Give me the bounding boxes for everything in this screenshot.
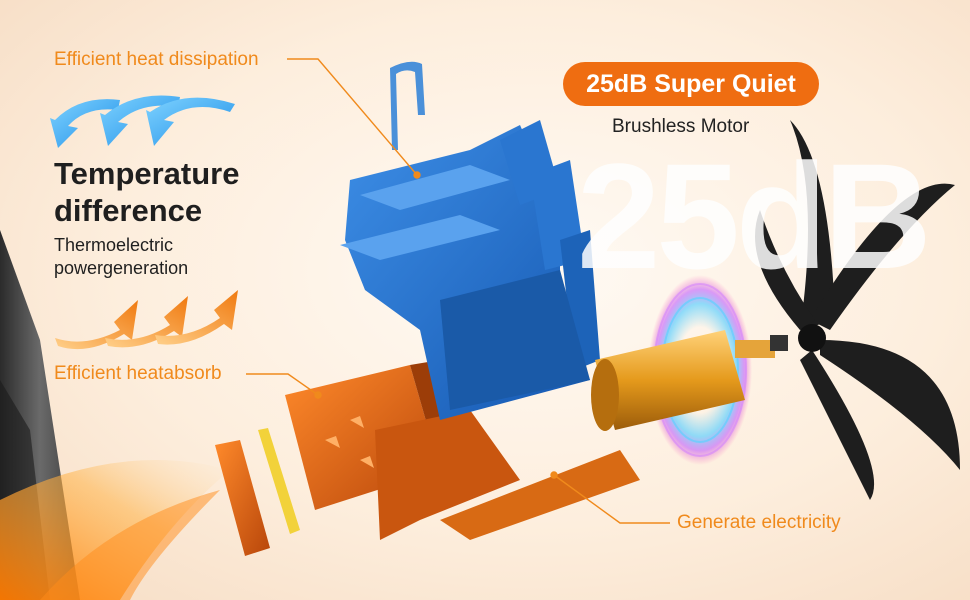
heat-flame: [0, 460, 230, 600]
label-heat-absorb: Efficient heatabsorb: [54, 363, 222, 384]
thermoelectric-plates: [215, 428, 300, 556]
watermark-25db: 25dB: [577, 132, 932, 300]
thermoelectric-subheading: Thermoelectric powergeneration: [54, 235, 189, 278]
curved-arrow-up-icon: [55, 290, 238, 350]
fan-blades: [755, 120, 960, 500]
temperature-difference-heading: Temperature difference: [54, 156, 240, 228]
motor-label: Brushless Motor: [612, 116, 750, 137]
heatsink: [340, 61, 600, 420]
label-heat-dissipation: Efficient heat dissipation: [54, 49, 259, 70]
leader-lines: [246, 58, 670, 524]
heat-absorb-block: [285, 360, 640, 540]
brushless-motor: [591, 275, 788, 465]
curved-arrow-down-icon: [50, 95, 235, 148]
label-generate-electricity: Generate electricity: [677, 512, 841, 533]
quiet-badge: 25dB Super Quiet: [563, 62, 819, 106]
